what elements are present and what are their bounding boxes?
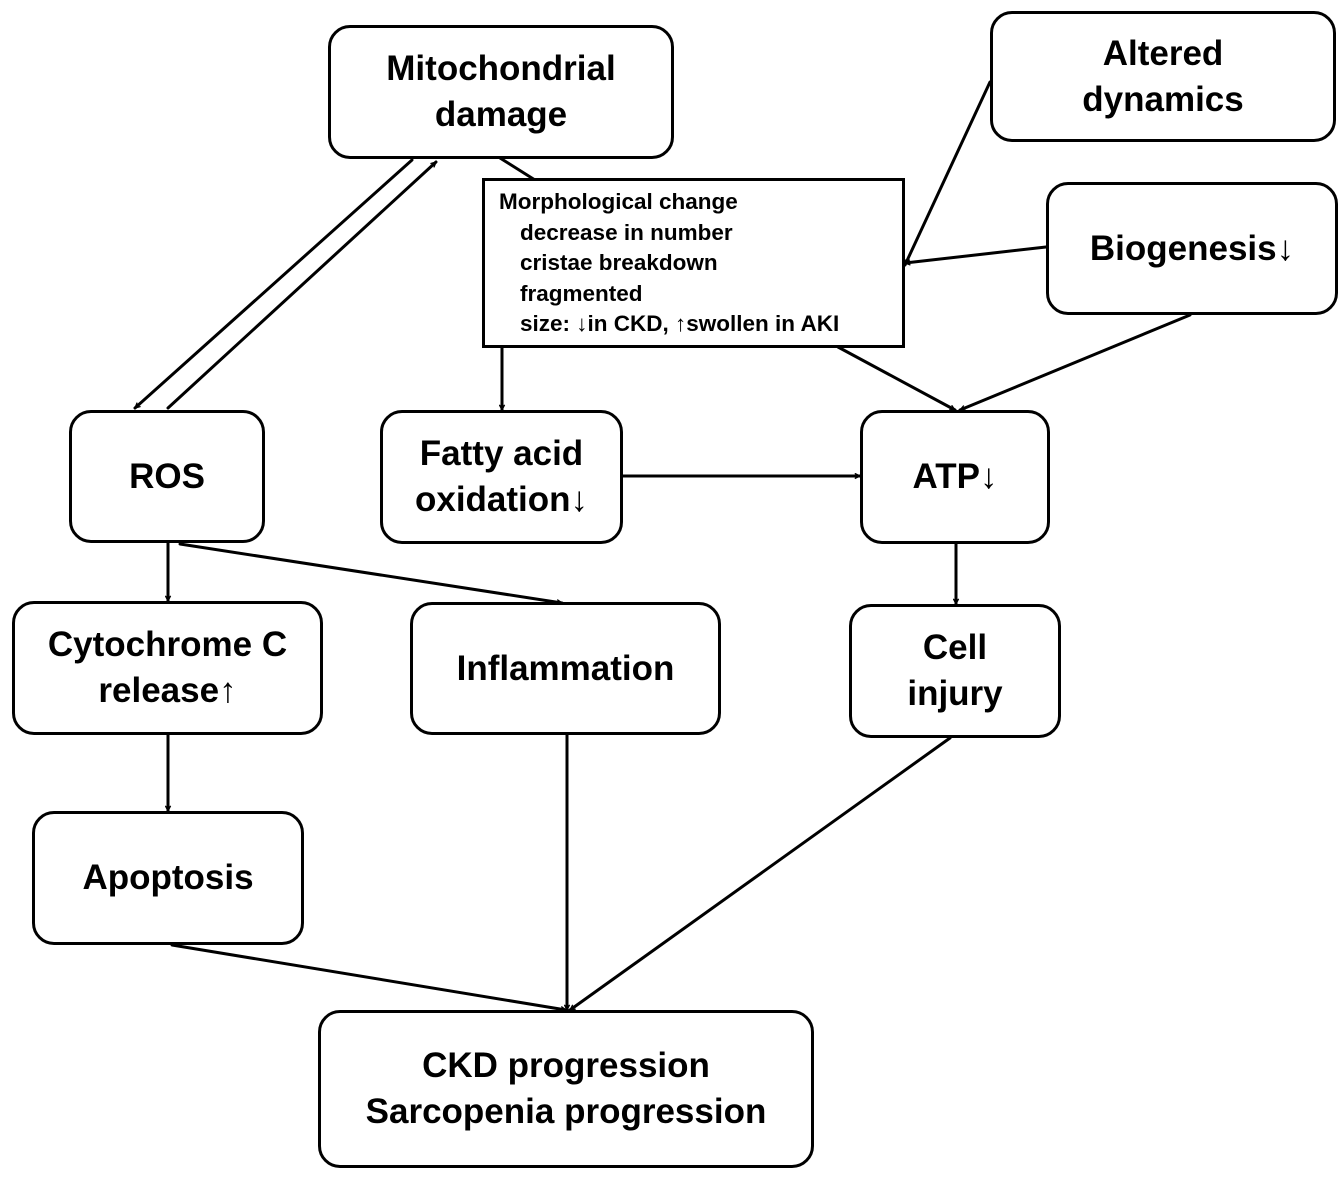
arrow-morphology-to-atp: [836, 345, 957, 412]
arrow-mito-to-ros: [133, 158, 414, 410]
morphology-item: decrease in number: [520, 219, 733, 245]
arrow-altered-to-morphology: [903, 80, 992, 267]
arrow-apoptosis-to-outcome: [170, 943, 568, 1010]
node-mitochondrial-damage: Mitochondrial damage: [328, 25, 674, 159]
arrow-ros-to-mito: [166, 160, 438, 410]
node-altered-dynamics: Altered dynamics: [990, 11, 1336, 142]
node-apoptosis: Apoptosis: [32, 811, 304, 945]
node-atp: ATP↓: [860, 410, 1050, 544]
morphology-item: size: ↓in CKD, ↑swollen in AKI: [520, 311, 840, 336]
node-biogenesis: Biogenesis↓: [1046, 182, 1338, 315]
morphology-title: Morphological change: [499, 189, 738, 214]
node-cytochrome-c-release: Cytochrome C release↑: [12, 601, 323, 735]
morphology-item: cristae breakdown: [520, 250, 718, 275]
node-ros: ROS: [69, 410, 265, 543]
node-inflammation: Inflammation: [410, 602, 721, 735]
morphology-item: fragmented: [520, 280, 643, 306]
arrow-ros-to-inflammation: [178, 542, 564, 603]
connector-mito-to-morphology: [498, 156, 537, 182]
arrow-injury-to-outcome: [568, 736, 952, 1012]
arrow-biogenesis-to-morphology: [903, 245, 1048, 263]
morphological-change-box: Morphological change decrease in number …: [482, 178, 905, 348]
node-fatty-acid-oxidation: Fatty acid oxidation↓: [380, 410, 623, 544]
arrow-biogenesis-to-atp: [958, 313, 1192, 412]
node-cell-injury: Cell injury: [849, 604, 1061, 738]
node-outcome: CKD progression Sarcopenia progression: [318, 1010, 814, 1168]
